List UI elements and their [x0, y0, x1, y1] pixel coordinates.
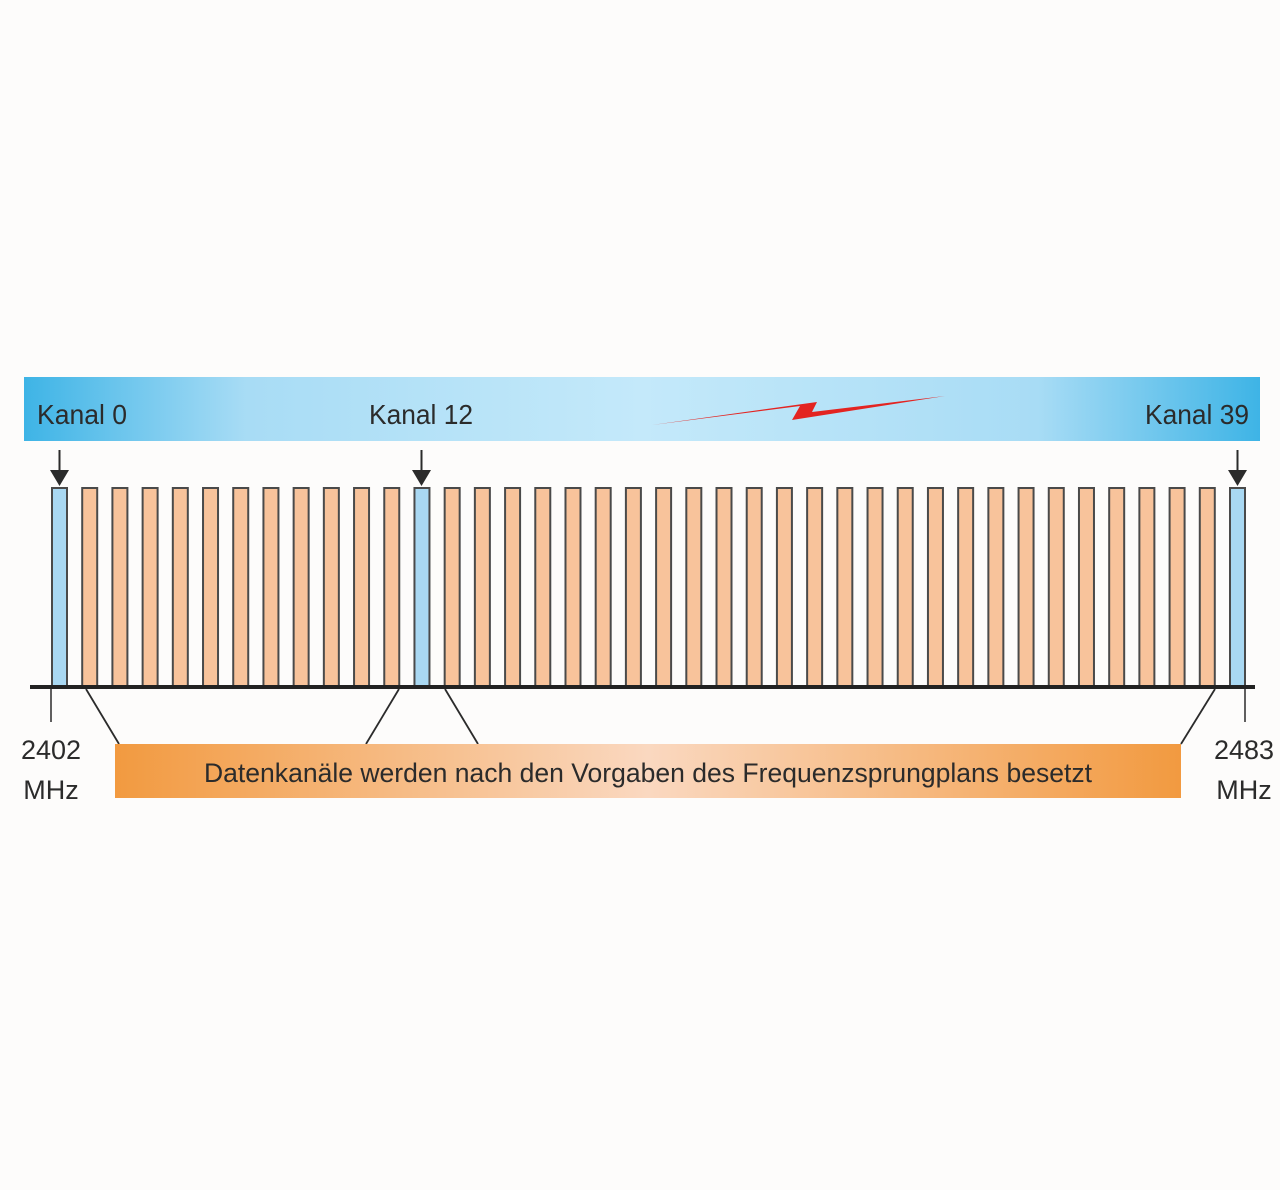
data-channel-bar: [987, 487, 1005, 687]
data-channel-bar: [836, 487, 854, 687]
data-channel-bar: [957, 487, 975, 687]
data-channel-bar: [624, 487, 642, 687]
lightning-icon: [652, 396, 945, 425]
down-arrow-icon: [50, 450, 69, 486]
frequency-start-unit: MHz: [23, 775, 79, 805]
data-channel-bar: [534, 487, 552, 687]
label-kanal-12: Kanal 12: [369, 399, 473, 430]
data-channel-bar: [594, 487, 612, 687]
data-channels-text: Datenkanäle werden nach den Vorgaben des…: [204, 758, 1092, 788]
data-channel-bar: [473, 487, 491, 687]
frequency-end-value: 2483: [1214, 735, 1274, 765]
advertising-channel-bar: [51, 487, 68, 687]
data-channel-bar: [896, 487, 914, 687]
advertising-channel-bar: [1229, 487, 1246, 687]
data-channel-bar: [806, 487, 824, 687]
down-arrow-icon: [412, 450, 431, 486]
data-channel-bar: [141, 487, 159, 687]
data-channel-bar: [685, 487, 703, 687]
frequency-end-unit: MHz: [1216, 775, 1272, 805]
data-channel-bar: [1138, 487, 1156, 687]
header-band: [24, 377, 1260, 441]
down-arrow-icon: [1228, 450, 1247, 486]
data-channel-bar: [81, 487, 99, 687]
data-channel-bar: [322, 487, 340, 687]
data-channel-bar: [1168, 487, 1186, 687]
data-channel-bar: [564, 487, 582, 687]
data-channel-bar: [504, 487, 522, 687]
data-channel-bar: [1108, 487, 1126, 687]
data-channels-box: [115, 744, 1181, 798]
frequency-start-value: 2402: [21, 735, 81, 765]
data-channel-bar: [926, 487, 944, 687]
data-channel-bar: [866, 487, 884, 687]
data-channel-bar: [262, 487, 280, 687]
data-channel-bar: [232, 487, 250, 687]
channel-bars: [51, 487, 1246, 687]
data-channel-bar: [1077, 487, 1095, 687]
data-channel-bar: [383, 487, 401, 687]
data-channel-bar: [202, 487, 220, 687]
data-channel-bar: [745, 487, 763, 687]
advertising-channel-bar: [413, 487, 431, 687]
data-channel-bar: [715, 487, 733, 687]
data-channel-bar: [292, 487, 310, 687]
data-channel-bar: [1017, 487, 1035, 687]
data-channel-bar: [111, 487, 129, 687]
label-kanal-39: Kanal 39: [1145, 399, 1249, 430]
data-channel-bar: [1047, 487, 1065, 687]
data-channel-bar: [443, 487, 461, 687]
data-channel-bar: [775, 487, 793, 687]
data-channel-bar: [171, 487, 189, 687]
data-channel-bar: [655, 487, 673, 687]
data-channel-bar: [353, 487, 371, 687]
data-box-connectors: [85, 688, 1216, 745]
data-channel-bar: [1198, 487, 1216, 687]
label-kanal-0: Kanal 0: [37, 399, 127, 430]
